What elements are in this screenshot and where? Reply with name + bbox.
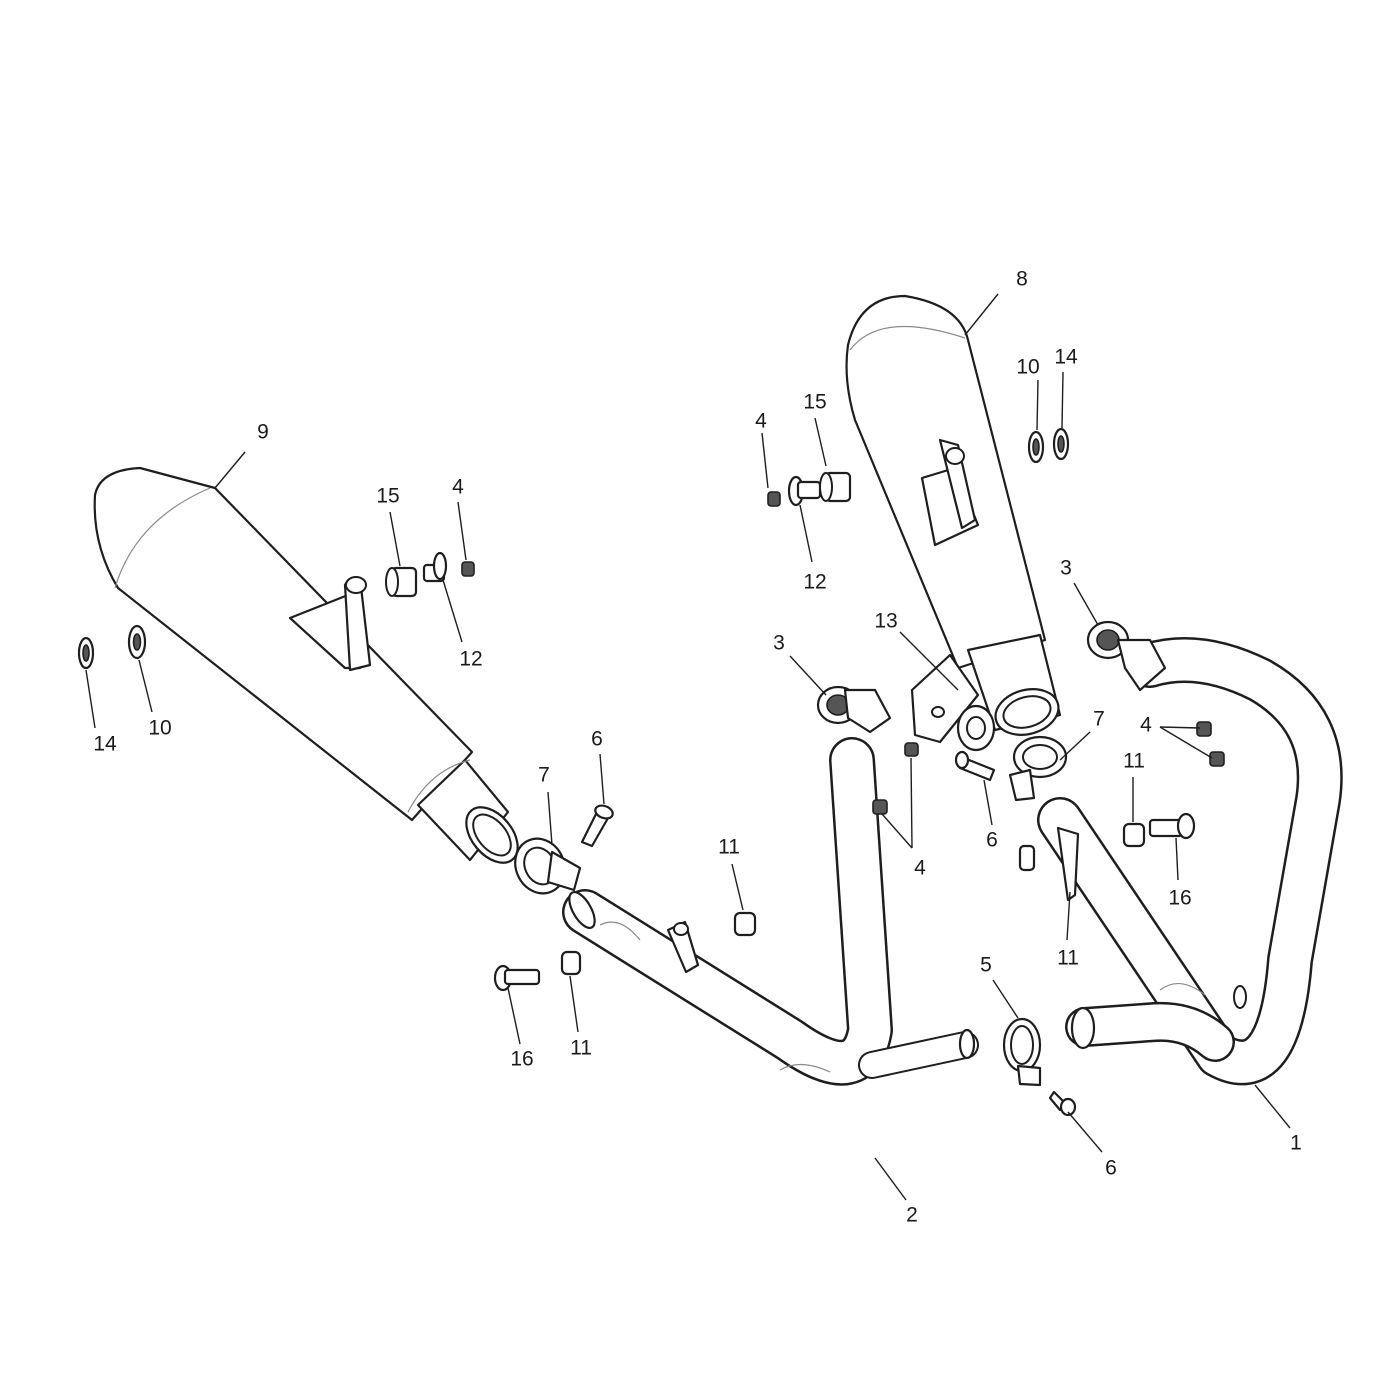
callout-8: 8 (1016, 268, 1028, 291)
callout-4-right: 4 (1140, 714, 1152, 737)
callout-15-left: 15 (376, 485, 399, 508)
callout-1: 1 (1290, 1132, 1302, 1155)
grommet-11-right (1122, 822, 1146, 848)
washer-10-right (1027, 430, 1045, 464)
grommet-11-lower (1018, 844, 1036, 872)
gasket-3-middle (816, 685, 892, 734)
callout-13: 13 (874, 610, 897, 633)
callout-14-right: 14 (1054, 346, 1078, 369)
bracket-13 (910, 653, 996, 752)
callout-4-left: 4 (452, 476, 464, 499)
clamp-7-right (1008, 735, 1068, 802)
bolt-6-middle (954, 750, 996, 782)
grommet-11-middle (733, 911, 757, 937)
header-pipe-1 (1037, 637, 1343, 1086)
callout-12-right: 12 (803, 571, 826, 594)
callout-3-right: 3 (1060, 557, 1072, 580)
callout-2: 2 (906, 1204, 918, 1227)
nut-4-right-bottom (1209, 751, 1225, 767)
callout-11-lower: 11 (1057, 947, 1079, 970)
callout-4-top: 4 (755, 410, 767, 433)
callout-11-left: 11 (570, 1037, 592, 1060)
callout-9: 9 (257, 421, 269, 444)
washer-14-left (77, 636, 95, 670)
nut-4-middle-top (904, 742, 919, 757)
nut-4-right-top (1196, 721, 1212, 737)
callout-5: 5 (980, 954, 992, 977)
callout-4-middle: 4 (914, 857, 926, 880)
spacer-12-right (787, 475, 822, 507)
bush-15-right (819, 471, 852, 503)
clamp-5 (1002, 1017, 1042, 1087)
callout-11-middle: 11 (718, 836, 740, 859)
pin-16-right (1148, 812, 1196, 840)
clamp-7-left (514, 837, 582, 895)
muffler-8 (845, 294, 1062, 736)
callout-6-lower: 6 (1105, 1157, 1117, 1180)
callout-11-right: 11 (1123, 750, 1145, 773)
washer-14-right (1052, 427, 1070, 461)
callout-16-right: 16 (1168, 887, 1191, 910)
leader-lines (85, 293, 1291, 1201)
callout-3-middle: 3 (773, 632, 785, 655)
nut-4-left (461, 561, 475, 577)
nut-4-top (767, 491, 781, 507)
grommet-11-left (560, 950, 582, 976)
callout-7-right: 7 (1093, 708, 1105, 731)
bolt-6-lower (1048, 1090, 1077, 1117)
muffler-9 (93, 466, 519, 864)
callout-14-left: 14 (93, 733, 117, 756)
callout-16-left: 16 (510, 1048, 533, 1071)
bolt-6-left (580, 804, 614, 848)
gasket-3-right (1086, 620, 1167, 692)
callout-7-left: 7 (538, 764, 550, 787)
callout-6-left: 6 (591, 728, 603, 751)
header-pipe-2 (562, 737, 979, 1086)
callout-labels: 8 9 10 14 15 4 12 15 4 12 14 10 3 3 13 7… (93, 268, 1302, 1227)
bush-15-left (385, 566, 418, 598)
washer-10-left (127, 624, 147, 660)
pin-16-left (493, 964, 541, 992)
callout-10-left: 10 (148, 717, 171, 740)
nut-4-middle-bottom (872, 799, 888, 815)
callout-10-right: 10 (1016, 356, 1039, 379)
callout-12-left: 12 (459, 648, 482, 671)
spacer-12-left (422, 551, 448, 583)
callout-6-middle: 6 (986, 829, 998, 852)
callout-15-right: 15 (803, 391, 826, 414)
